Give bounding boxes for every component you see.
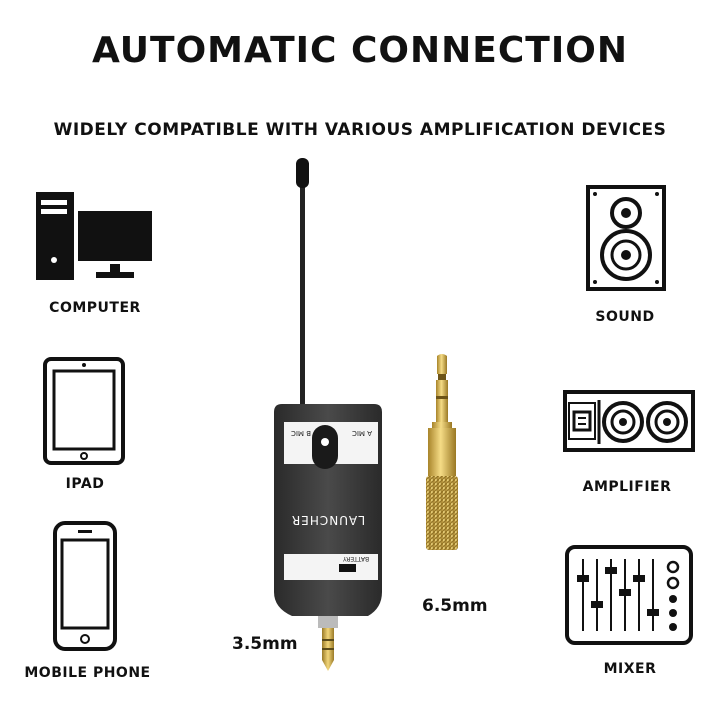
page-subtitle: WIDELY COMPATIBLE WITH VARIOUS AMPLIFICA… (53, 120, 667, 140)
device-label-ipad: IPAD (65, 476, 105, 492)
amplifier-icon (563, 390, 695, 454)
battery-label: BATTERY (343, 555, 370, 562)
phone-icon (52, 520, 118, 652)
jack-6-5mm-adapter-icon (426, 354, 458, 550)
page-title: AUTOMATIC CONNECTION (92, 30, 628, 71)
device-label-mobile-phone: MOBILE PHONE (24, 665, 151, 681)
a-mic-label: A MIC (352, 429, 372, 437)
brand-label: LAUNCHER (291, 513, 365, 527)
jack-3-5mm-label: 3.5mm (232, 634, 298, 654)
b-mic-label: B MIC (291, 429, 311, 437)
computer-icon (30, 190, 160, 285)
device-label-mixer: MIXER (603, 661, 657, 677)
jack-6-5mm-label: 6.5mm (422, 596, 488, 616)
mixer-icon (565, 545, 693, 645)
device-label-amplifier: AMPLIFIER (582, 479, 672, 495)
tablet-icon (43, 357, 127, 465)
device-label-sound: SOUND (595, 309, 655, 325)
transmitter-illustration: A MIC B MIC LAUNCHER BATTERY (274, 158, 382, 671)
antenna-icon (296, 158, 309, 410)
device-label-computer: COMPUTER (49, 300, 141, 316)
jack-3-5mm-icon (318, 616, 338, 671)
speaker-icon (585, 184, 667, 292)
battery-icon (339, 564, 356, 572)
